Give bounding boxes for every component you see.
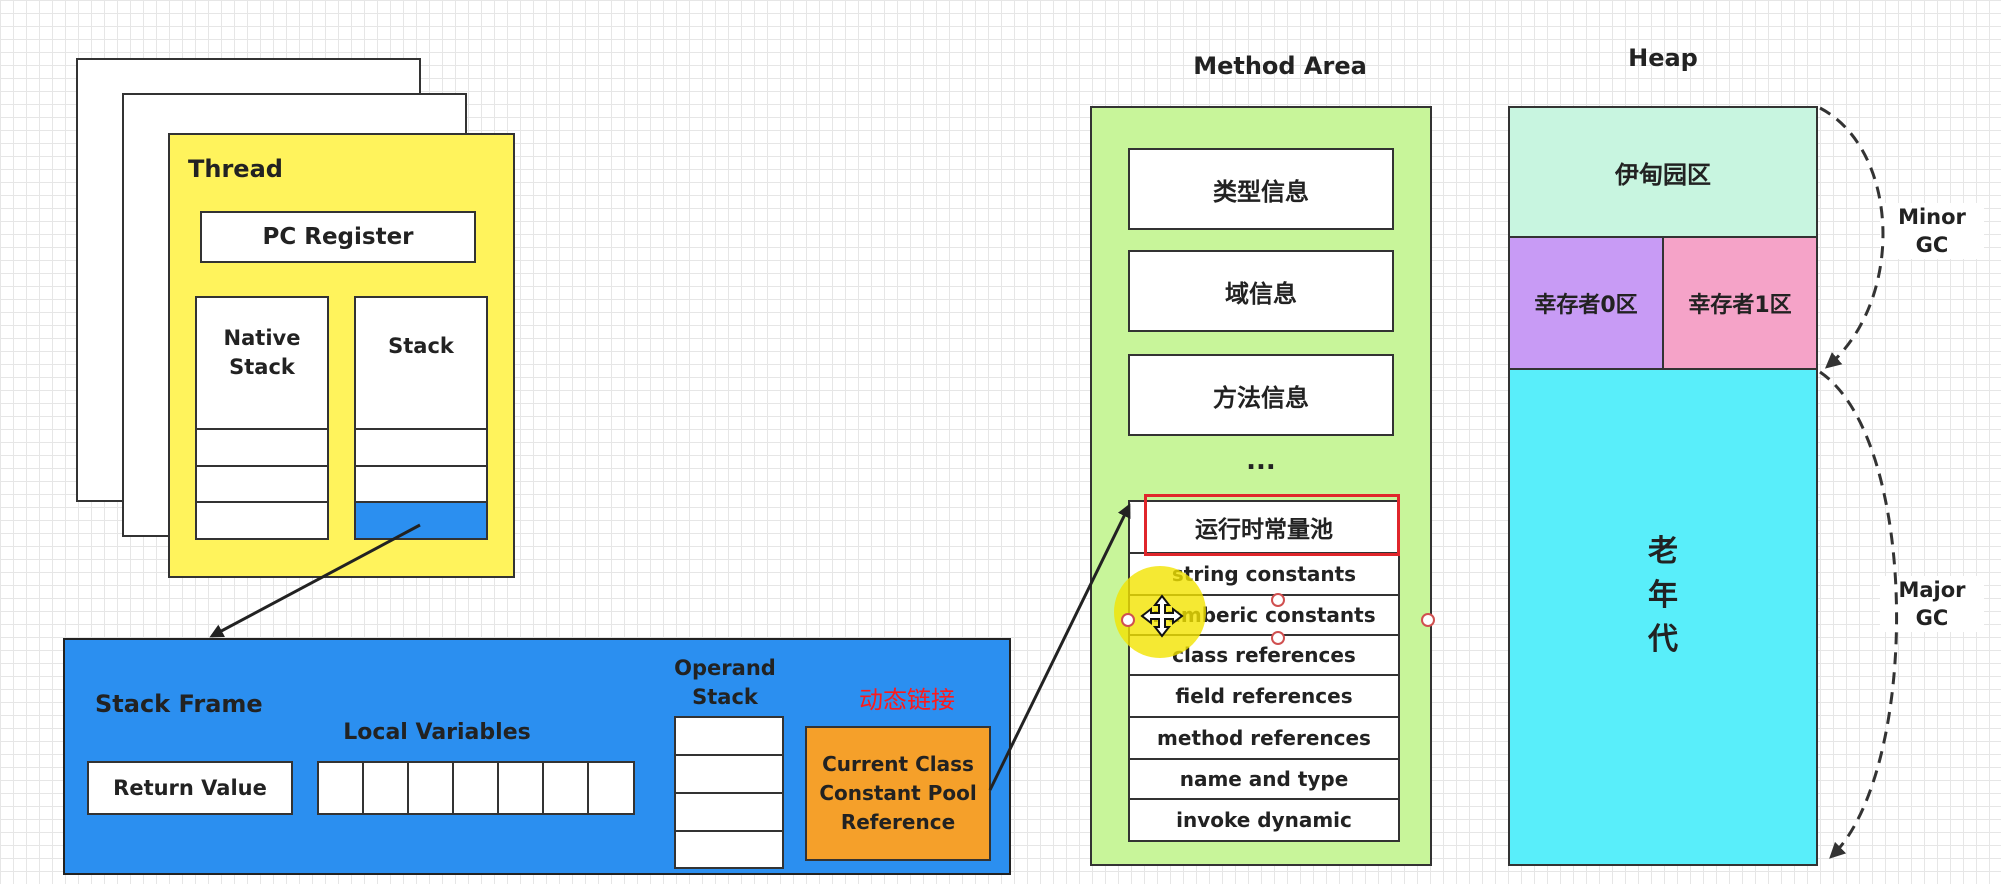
ellipsis: ... xyxy=(1246,446,1276,476)
local-variables-slots xyxy=(317,761,635,815)
stack-slot xyxy=(354,428,488,467)
minor-gc-label: Minor GC xyxy=(1880,203,1984,259)
stack-frame-title: Stack Frame xyxy=(95,690,263,718)
heap: 伊甸园区 幸存者0区 幸存者1区 老 年 代 xyxy=(1508,106,1818,866)
thread-box: Thread PC Register Native Stack Stack xyxy=(168,133,515,578)
local-variable-slot xyxy=(407,761,454,815)
stack-frame: Stack Frame Return Value Local Variables… xyxy=(63,638,1011,875)
runtime-pool-highlight xyxy=(1144,494,1400,556)
runtime-constant-pool: 运行时常量池 string constants numberic constan… xyxy=(1128,494,1400,858)
heap-title: Heap xyxy=(1628,44,1698,72)
local-variables-label: Local Variables xyxy=(343,720,531,745)
method-area: 类型信息 域信息 方法信息 ... 运行时常量池 string constant… xyxy=(1090,106,1432,866)
native-stack: Native Stack xyxy=(195,296,329,540)
old-generation: 老 年 代 xyxy=(1510,370,1816,864)
field-info: 域信息 xyxy=(1128,250,1394,332)
field-references: field references xyxy=(1128,674,1400,718)
survivor-0: 幸存者0区 xyxy=(1510,238,1664,370)
current-class-constant-pool-reference: Current Class Constant Pool Reference xyxy=(805,726,991,861)
java-stack: Stack xyxy=(354,296,488,540)
return-value: Return Value xyxy=(87,761,293,815)
method-area-title: Method Area xyxy=(1193,52,1367,80)
stack-slot-current-frame xyxy=(354,501,488,540)
native-stack-slot xyxy=(195,501,329,540)
selection-handle xyxy=(1271,593,1285,607)
minor-gc-arrow xyxy=(1819,106,1885,369)
move-cursor-icon xyxy=(1140,594,1184,638)
dynamic-link-arrow xyxy=(988,503,1131,791)
selection-handle xyxy=(1121,613,1135,627)
type-info: 类型信息 xyxy=(1128,148,1394,230)
native-stack-label: Native Stack xyxy=(195,296,329,430)
eden-space: 伊甸园区 xyxy=(1510,108,1816,238)
major-gc-arrow xyxy=(1819,370,1898,859)
native-stack-slot xyxy=(195,465,329,503)
local-variable-slot xyxy=(542,761,589,815)
operand-stack-slot xyxy=(674,792,784,832)
pc-register: PC Register xyxy=(200,211,476,263)
local-variable-slot xyxy=(587,761,635,815)
thread-title: Thread xyxy=(188,155,283,183)
stack-to-frame-arrow xyxy=(209,523,421,638)
method-references: method references xyxy=(1128,716,1400,760)
runtime-pool-title-text: 运行时常量池 xyxy=(1195,517,1333,543)
operand-stack-label: Operand Stack xyxy=(674,656,776,709)
stack-slot xyxy=(354,465,488,503)
local-variable-slot xyxy=(497,761,544,815)
local-variable-slot xyxy=(362,761,409,815)
selection-handle xyxy=(1421,613,1435,627)
operand-stack-slot xyxy=(674,830,784,869)
dynamic-link-label: 动态链接 xyxy=(859,686,955,714)
selection-handle xyxy=(1271,631,1285,645)
survivor-1: 幸存者1区 xyxy=(1664,238,1816,370)
invoke-dynamic: invoke dynamic xyxy=(1128,798,1400,842)
string-constants: string constants xyxy=(1128,552,1400,596)
operand-stack-slots xyxy=(674,716,784,869)
method-info: 方法信息 xyxy=(1128,354,1394,436)
